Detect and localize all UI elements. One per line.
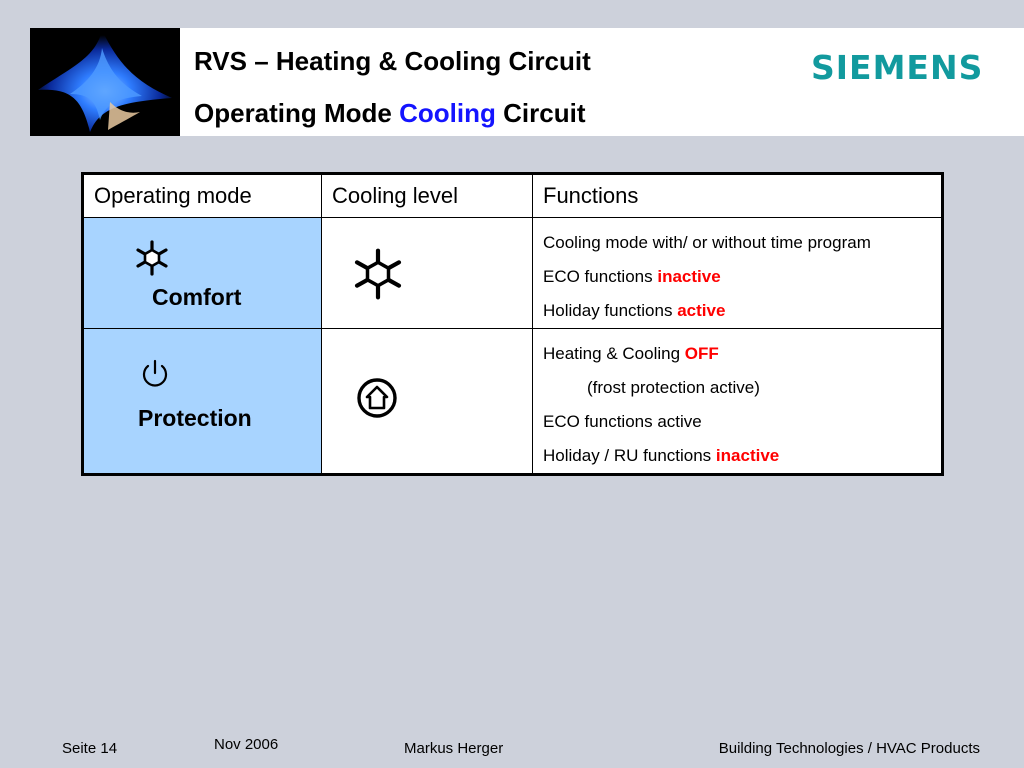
function-line: ECO functions active <box>533 405 941 439</box>
mode-cell-comfort: Comfort <box>82 217 322 329</box>
footer-page-number: Seite 14 <box>62 740 118 757</box>
level-cell-comfort <box>321 217 533 329</box>
table-row: Protection Heating & Cooling OFF (frost … <box>82 328 943 475</box>
column-header-operating-mode: Operating mode <box>82 173 322 218</box>
siemens-logo: SIEMENS <box>811 48 984 87</box>
slide-subtitle: Operating Mode Cooling Circuit <box>194 98 585 129</box>
function-line: ECO functions inactive <box>533 260 941 294</box>
footer-author: Markus Herger <box>404 740 504 757</box>
function-text: Holiday / RU functions <box>543 446 712 465</box>
status-highlight: inactive <box>657 267 721 286</box>
slide-title: RVS – Heating & Cooling Circuit <box>194 46 591 76</box>
table-row: Comfort Cooling mode with/ or without ti… <box>82 217 943 329</box>
subtitle-accent-text: Cooling <box>399 98 496 128</box>
slide-header: RVS – Heating & Cooling Circuit Operatin… <box>30 28 1024 136</box>
function-text: ECO functions active <box>543 412 702 431</box>
function-text: Holiday functions <box>543 301 673 320</box>
snowflake-icon <box>354 248 402 300</box>
table-header-row: Operating mode Cooling level Functions <box>82 173 943 218</box>
function-line: (frost protection active) <box>533 371 941 405</box>
function-line: Holiday functions active <box>533 294 941 328</box>
function-line: Holiday / RU functions inactive <box>533 439 941 473</box>
mode-label-comfort: Comfort <box>152 284 242 310</box>
function-text: (frost protection active) <box>587 378 760 397</box>
level-cell-protection <box>321 328 533 475</box>
operating-mode-table: Operating mode Cooling level Functions C… <box>81 172 944 476</box>
subtitle-text-end: Circuit <box>503 98 586 128</box>
function-text: Heating & Cooling <box>543 344 681 363</box>
function-line: Cooling mode with/ or without time progr… <box>533 218 941 260</box>
footer-division: Building Technologies / HVAC Products <box>718 740 980 757</box>
column-header-cooling-level: Cooling level <box>321 173 533 218</box>
functions-cell-protection: Heating & Cooling OFF (frost protection … <box>532 328 943 475</box>
power-icon <box>142 359 168 387</box>
function-text: Cooling mode with/ or without time progr… <box>543 233 871 252</box>
snowflake-icon <box>136 240 168 276</box>
function-text: ECO functions <box>543 267 653 286</box>
mode-label-protection: Protection <box>138 405 252 431</box>
status-highlight: inactive <box>715 446 780 465</box>
blue-flame-icon <box>30 28 180 136</box>
status-highlight: OFF <box>684 344 719 363</box>
footer-date: Nov 2006 <box>214 736 279 753</box>
status-highlight: active <box>677 301 726 320</box>
mode-cell-protection: Protection <box>82 328 322 475</box>
frost-protection-house-icon <box>357 378 397 418</box>
functions-cell-comfort: Cooling mode with/ or without time progr… <box>532 217 943 329</box>
subtitle-text: Operating Mode <box>194 98 392 128</box>
column-header-functions: Functions <box>532 173 943 218</box>
function-line: Heating & Cooling OFF <box>533 329 941 371</box>
